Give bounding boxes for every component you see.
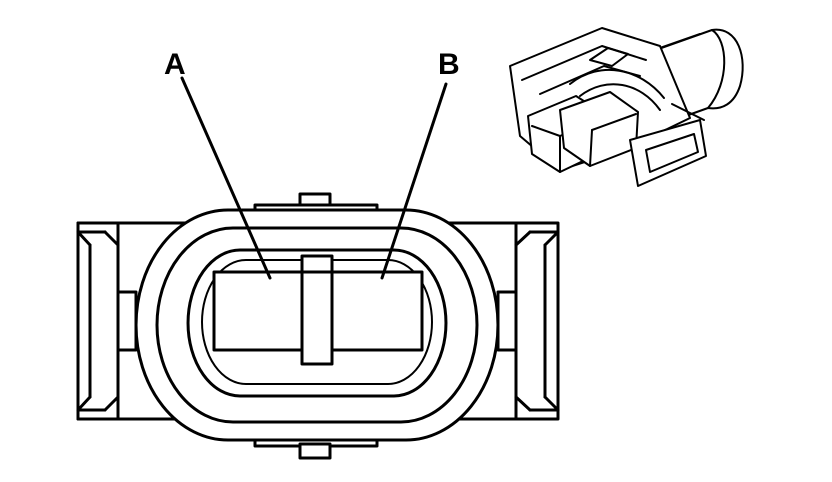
callout-b: B [380, 48, 460, 280]
leader-line-a [180, 76, 272, 280]
connector-face-view [76, 192, 560, 460]
right-flange [496, 221, 560, 421]
center-divider [300, 254, 334, 366]
terminal-b [330, 270, 424, 352]
leader-line-b [380, 82, 448, 280]
callout-a: A [164, 48, 272, 280]
label-a: A [164, 48, 186, 81]
connector-perspective-view [509, 27, 744, 187]
label-b: B [438, 48, 460, 81]
terminal-a [212, 270, 306, 352]
